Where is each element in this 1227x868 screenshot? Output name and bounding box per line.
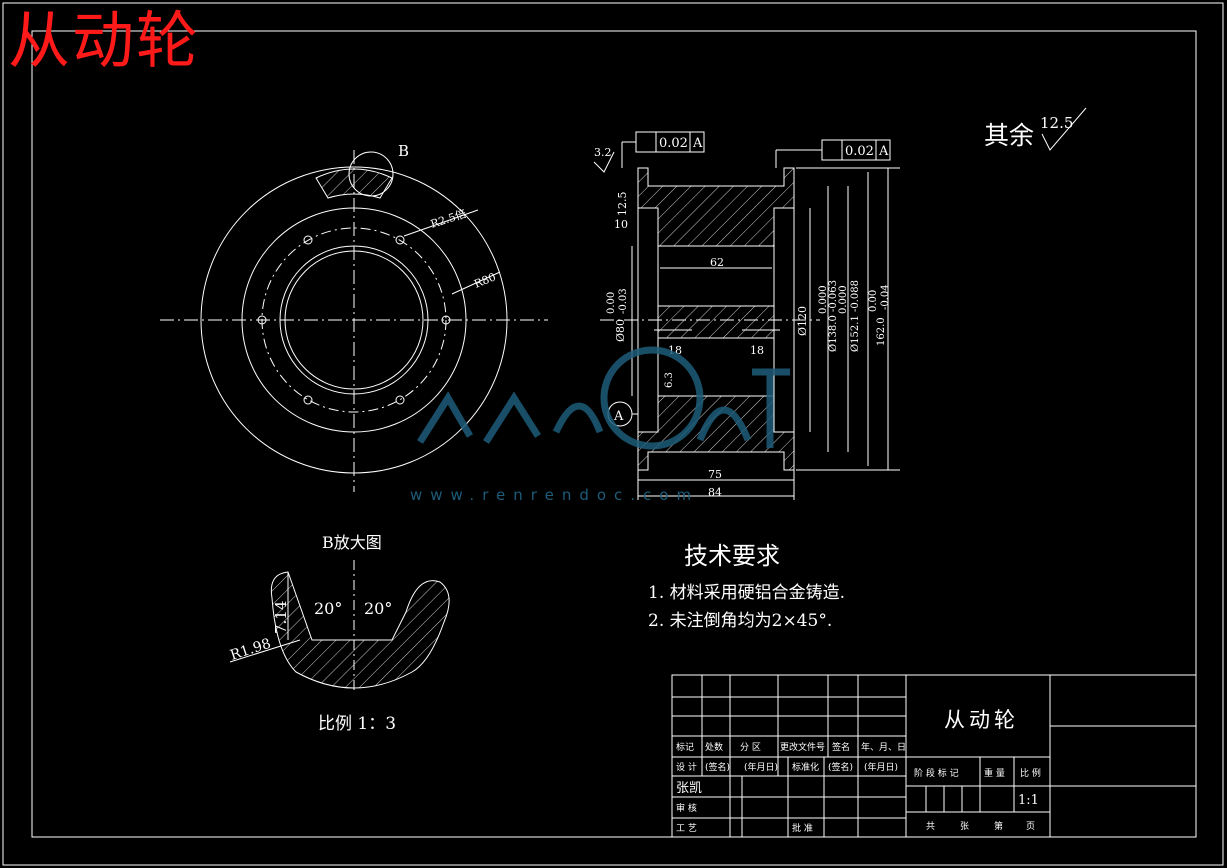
tb-standard-date: (年月日) — [864, 761, 898, 773]
tb-sheet-page: 页 — [1026, 821, 1035, 832]
roughness-side: 12.5 — [616, 192, 629, 217]
bore-tol-lower: -0.03 — [618, 288, 629, 314]
tech-requirements-title: 技术要求 — [684, 542, 780, 570]
inner-frame — [31, 30, 1197, 838]
tb-weight-label: 重 量 — [984, 767, 1005, 779]
tb-ratio-label: 比 例 — [1020, 767, 1041, 779]
watermark-text: www.renrendoc.com — [410, 486, 700, 504]
section-view — [593, 131, 900, 500]
runout-tolerance-right: 0.02 — [845, 144, 874, 159]
angle-left: 20° — [314, 599, 342, 618]
hub-length-dim: 62 — [710, 256, 724, 269]
tb-standard-sign: (签名) — [828, 761, 853, 773]
title-block-part-name: 从动轮 — [944, 708, 1019, 732]
detail-marker-b: B — [398, 142, 409, 160]
tb-header-count: 处数 — [705, 741, 723, 753]
groove-depth-dim: 7.14 — [272, 601, 290, 634]
enlarged-view-b — [229, 560, 450, 692]
tb-header-sign: 签名 — [832, 741, 850, 753]
datum-ref-right: A — [878, 144, 889, 159]
dia-162-tol-b: -0.04 — [880, 284, 891, 310]
bore-tol-upper: 0.00 — [606, 292, 617, 314]
tb-sheet-no: 第 — [994, 820, 1003, 832]
dia-138-tol-b: -0.063 — [828, 280, 839, 312]
tb-scale-value: 1:1 — [1018, 793, 1039, 808]
outer-radius-dim: R80 — [472, 270, 498, 290]
tb-review-label: 审 核 — [676, 802, 697, 814]
tech-requirement-1: 1. 材料采用硬铝合金铸造. — [648, 583, 846, 603]
enlarged-scale-label: 比例 1：3 — [318, 714, 397, 734]
runout-tolerance-left: 0.02 — [659, 136, 688, 151]
tb-header-date: 年、月、日 — [861, 741, 906, 753]
groove-radius-detail: R1.98 — [228, 636, 273, 664]
title-block — [671, 674, 1197, 838]
enlarged-view-title: B放大图 — [322, 533, 382, 552]
inner-length-dim: 75 — [708, 468, 722, 481]
tb-header-zone: 分 区 — [740, 742, 761, 753]
dia-152-dim: Ø152.1 — [850, 315, 861, 352]
datum-marker: A — [613, 409, 624, 424]
groove-radius-dim: R2.5倍 — [429, 206, 468, 231]
tech-requirement-2: 2. 未注倒角均为2×45°. — [648, 611, 833, 631]
tb-design-label: 设 计 — [676, 761, 697, 773]
tb-approve-label: 批 准 — [792, 822, 813, 834]
tb-designer-name: 张凯 — [676, 781, 702, 796]
tb-design-date: (年月日) — [744, 761, 778, 773]
front-view — [160, 150, 548, 492]
tb-header-mark: 标记 — [676, 741, 694, 753]
dia-152-tol-a: 0.000 — [838, 285, 849, 314]
tb-stage-label: 阶 段 标 记 — [914, 767, 959, 779]
dia-162-tol-a: 0.00 — [868, 290, 879, 312]
tb-sheet-unit: 张 — [960, 821, 969, 832]
surface-finish-label: 其余 — [984, 121, 1035, 150]
dia-152-tol-b: -0.088 — [850, 280, 861, 312]
dia-138-tol-a: 0.000 — [818, 285, 829, 314]
watermark-logo — [417, 346, 790, 450]
roughness-value: 12.5 — [1040, 114, 1073, 132]
roughness-symbol — [1041, 107, 1087, 151]
drawing-title: 从动轮 — [8, 4, 201, 77]
dia-162-dim: 162.0 — [876, 317, 887, 346]
angle-right: 20° — [364, 599, 392, 618]
tb-sheet-total: 共 — [926, 821, 935, 832]
dia-138-dim: Ø138.0 — [828, 315, 839, 352]
bore-fit-dim: Ø80 — [614, 319, 627, 342]
roughness-top: 3.2 — [594, 146, 612, 159]
tb-design-sign: (签名) — [705, 761, 730, 773]
tb-header-doc: 更改文件号 — [780, 741, 825, 753]
total-length-dim: 84 — [708, 486, 722, 499]
small-dim: 6.3 — [664, 372, 675, 388]
chamfer-width-dim: 10 — [614, 218, 628, 231]
shoulder-dia-dim: Ø120 — [796, 306, 809, 336]
datum-ref-left: A — [692, 136, 703, 151]
tb-process-label: 工 艺 — [676, 823, 697, 834]
tb-standard-label: 标准化 — [792, 761, 819, 773]
keyway-right-dim: 18 — [750, 344, 764, 357]
